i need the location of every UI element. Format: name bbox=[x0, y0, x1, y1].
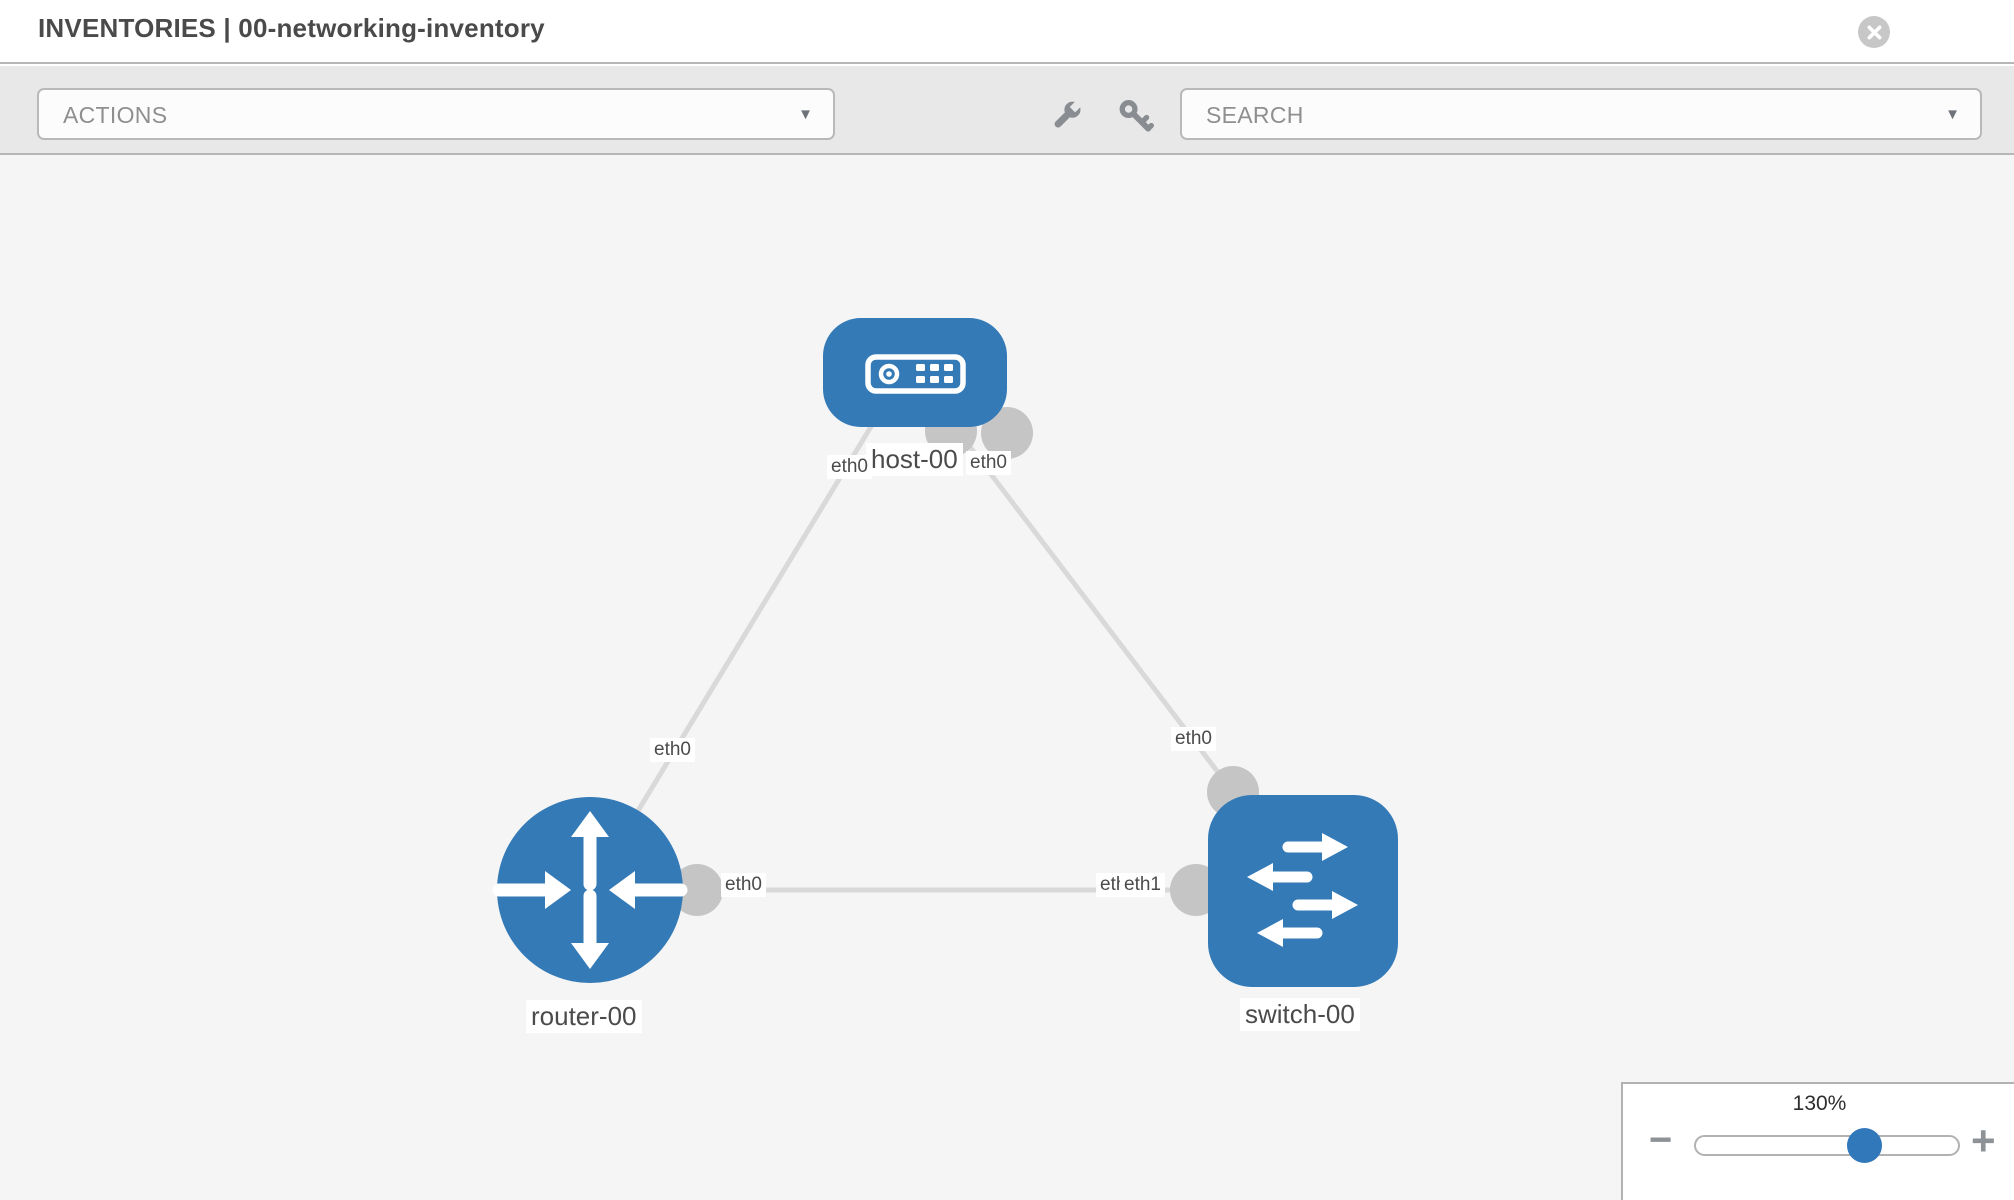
wrench-icon[interactable] bbox=[1048, 98, 1084, 134]
interface-connector bbox=[671, 864, 723, 916]
switch-icon bbox=[1247, 833, 1358, 947]
chevron-down-icon: ▼ bbox=[1945, 106, 1960, 123]
node-label-router: router-00 bbox=[526, 1000, 642, 1033]
interface-label: eth0 bbox=[827, 455, 872, 479]
zoom-control-panel: 130% − + bbox=[1621, 1082, 2014, 1200]
node-router[interactable] bbox=[492, 797, 688, 983]
router-icon bbox=[492, 811, 688, 969]
zoom-in-button[interactable]: + bbox=[1971, 1117, 1996, 1164]
host-icon bbox=[865, 354, 966, 394]
key-icon[interactable] bbox=[1118, 99, 1154, 135]
zoom-slider[interactable] bbox=[1694, 1135, 1960, 1156]
actions-dropdown[interactable]: ACTIONS ▼ bbox=[37, 88, 835, 140]
zoom-out-button[interactable]: − bbox=[1649, 1118, 1673, 1162]
close-icon bbox=[1867, 25, 1881, 39]
search-dropdown[interactable]: SEARCH ▼ bbox=[1180, 88, 1982, 140]
node-switch[interactable] bbox=[1208, 795, 1398, 987]
page-title: INVENTORIES | 00-networking-inventory bbox=[38, 13, 545, 43]
zoom-slider-thumb[interactable] bbox=[1847, 1128, 1882, 1163]
chevron-down-icon: ▼ bbox=[798, 106, 813, 123]
node-host[interactable] bbox=[823, 318, 1007, 427]
topology-graph bbox=[492, 318, 1398, 987]
interface-label: eth0 bbox=[650, 738, 695, 762]
close-button[interactable] bbox=[1858, 16, 1890, 48]
header-bar: INVENTORIES | 00-networking-inventory bbox=[0, 0, 2014, 64]
interface-label: eth1 bbox=[1120, 873, 1165, 897]
interface-label: eth0 bbox=[721, 873, 766, 897]
toolbar: ACTIONS ▼ SEARCH ▼ bbox=[0, 66, 2014, 155]
actions-dropdown-label: ACTIONS bbox=[63, 102, 168, 128]
node-label-host: host-00 bbox=[866, 443, 963, 476]
interface-connector bbox=[981, 407, 1033, 459]
interface-label: eth0 bbox=[1171, 727, 1216, 751]
interface-label: eth0 bbox=[966, 451, 1011, 475]
search-dropdown-label: SEARCH bbox=[1206, 102, 1304, 128]
topology-canvas[interactable]: host-00 router-00 switch-00 eth0 eth0 et… bbox=[0, 155, 2014, 1200]
zoom-level-value: 130% bbox=[1792, 1092, 1847, 1115]
node-label-switch: switch-00 bbox=[1240, 998, 1360, 1031]
